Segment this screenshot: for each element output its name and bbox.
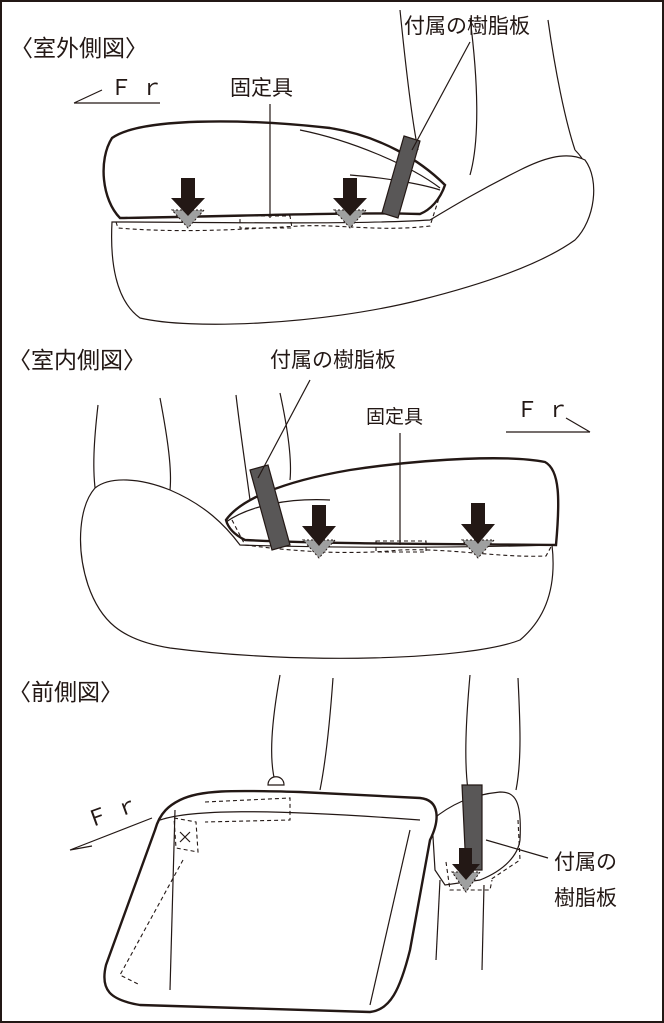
outer-side-view xyxy=(73,9,595,325)
inner-view-title: 〈室内側図〉 xyxy=(8,348,146,374)
front-fr-arrow xyxy=(69,817,153,851)
outer-fr-arrow xyxy=(73,89,160,104)
outer-fr-label: Ｆｒ xyxy=(110,76,173,101)
outer-arrow-front xyxy=(332,178,368,229)
front-view xyxy=(69,674,549,1014)
inner-fixture-label: 固定具 xyxy=(366,406,424,428)
outer-plate-label: 付属の樹脂板 xyxy=(404,14,530,38)
front-plate-label-line2: 樹脂板 xyxy=(554,886,617,910)
front-plate-label-line1: 付属の xyxy=(554,850,617,874)
front-seat-cushion xyxy=(103,789,438,1014)
inner-side-view xyxy=(79,379,591,659)
front-view-title: 〈前側図〉 xyxy=(8,680,123,706)
inner-arrow-front xyxy=(460,503,496,559)
inner-fr-label: Ｆｒ xyxy=(516,398,579,423)
inner-arrow-rear xyxy=(301,505,337,559)
front-arrow xyxy=(451,848,481,893)
inner-resin-plate xyxy=(249,464,291,551)
outer-resin-plate xyxy=(381,135,421,219)
inner-plate-label: 付属の樹脂板 xyxy=(270,348,396,372)
front-plate-leader xyxy=(485,839,549,859)
outer-fixture-label: 固定具 xyxy=(230,76,293,100)
inner-fr-arrow xyxy=(506,417,591,433)
inner-plate-leader xyxy=(257,379,311,479)
outer-view-title: 〈室外側図〉 xyxy=(10,36,148,62)
outer-arrow-rear xyxy=(170,178,206,229)
outer-plate-leader xyxy=(411,41,471,151)
